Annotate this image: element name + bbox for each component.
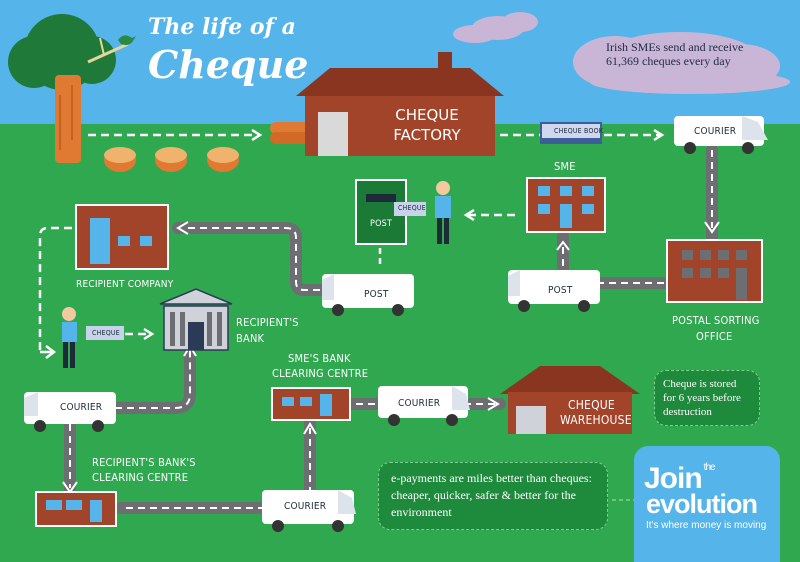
warehouse-label-1: CHEQUE [568,398,615,412]
cheque-book-icon [540,122,602,144]
recipient-company-building [75,204,169,270]
recipients-bank-label-2: BANK [236,332,265,345]
brand-tagline: It's where money is moving [646,520,767,531]
person-icon-2 [62,307,124,368]
factory-label-1: CHEQUE [395,106,459,124]
courier-label-2: COURIER [398,398,441,409]
road-markings [55,150,713,509]
cloud-large [573,32,790,94]
courier-van-1 [674,116,768,154]
recipient-company-label: RECIPIENT COMPANY [76,279,174,290]
courier-van-left [24,392,116,432]
factory-label-2: FACTORY [393,126,461,144]
title-line-1: The life of a [148,14,296,40]
join-the-evolution-panel [634,446,780,562]
postal-sorting-label-1: POSTAL SORTING [672,314,760,327]
brand-evolution: evolution [646,489,758,519]
recipients-bank-cc-label-2: CLEARING CENTRE [92,471,189,484]
courier-van-bottom [262,490,356,532]
log-rounds [104,147,239,172]
cloud-small [453,12,538,43]
cheque-label-2: CHEQUE [92,329,120,337]
postal-sorting-label-2: OFFICE [696,330,733,343]
post-van-label-2: POST [364,289,389,300]
storage-note: Cheque is stored for 6 years before dest… [654,370,760,426]
cheque-book-label: CHEQUE BOOK [554,127,604,135]
recipients-bank-cc-label-1: RECIPIENT'S BANK'S [92,456,196,469]
recipients-bank-label-1: RECIPIENT'S [236,316,299,329]
bird-icon [118,35,136,45]
recipient-bank-clearing-centre-building [35,491,117,527]
cheque-volume-fact: Irish SMEs send and receive 61,369 chequ… [606,40,744,68]
smes-bank-label-2: CLEARING CENTRE [272,367,369,380]
brand-join-text: Join [644,462,703,495]
warehouse-label-2: WAREHOUSE [560,413,632,427]
post-box-label: POST [370,219,393,229]
courier-van-middle [378,386,470,426]
cheque-warehouse-building [500,366,640,434]
post-van-right [508,270,600,312]
person-icon [394,181,451,244]
smes-bank-label-1: SME'S BANK [288,352,351,365]
epayments-note: e-payments are miles better than cheques… [378,462,608,530]
courier-label-3: COURIER [60,402,103,413]
postal-sorting-office-building [666,239,763,303]
courier-label-1: COURIER [694,126,737,137]
cheque-label-1: CHEQUE [398,204,426,212]
title-line-2: Cheque [148,42,309,87]
sme-bank-clearing-centre-building [271,387,351,421]
sme-building [526,177,606,233]
cheque-factory-building [296,52,504,156]
brand-the-text: the [703,462,716,473]
courier-label-4: COURIER [284,501,327,512]
bank-icon [159,288,233,351]
post-van-middle [322,274,414,316]
sme-label: SME [554,160,576,173]
post-van-label-1: POST [548,285,573,296]
tree [8,14,136,163]
